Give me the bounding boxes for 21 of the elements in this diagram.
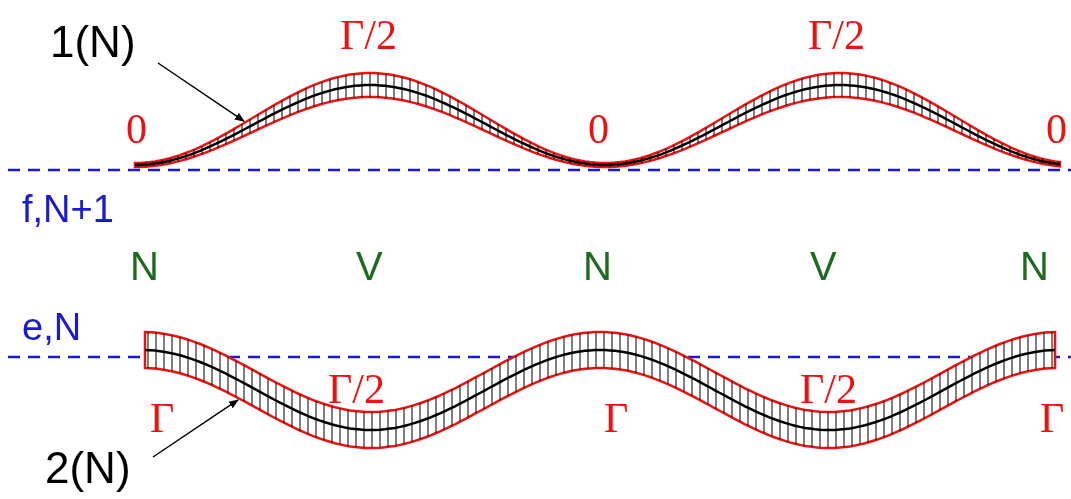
diagram-label: V bbox=[356, 246, 383, 286]
diagram-label: N bbox=[583, 246, 612, 286]
diagram-label: Γ/2 bbox=[808, 14, 865, 56]
diagram-label: Γ bbox=[1040, 397, 1065, 439]
diagram-label: Γ bbox=[604, 397, 629, 439]
diagram-label: e,N bbox=[22, 308, 82, 346]
diagram-label: Γ/2 bbox=[800, 368, 857, 410]
diagram-label: Γ/2 bbox=[328, 368, 385, 410]
band-label: 2(N) bbox=[45, 446, 131, 490]
diagram-label: 0 bbox=[126, 108, 147, 150]
leader-arrow bbox=[152, 399, 239, 458]
diagram-label: 0 bbox=[588, 108, 609, 150]
diagram-label: Γ bbox=[150, 397, 175, 439]
diagram-label: N bbox=[130, 246, 159, 286]
diagram-label: f,N+1 bbox=[22, 190, 114, 228]
leader-arrow bbox=[157, 62, 245, 122]
diagram-label: V bbox=[810, 246, 837, 286]
diagram-label: Γ/2 bbox=[340, 14, 397, 56]
diagram-label: 0 bbox=[1046, 108, 1067, 150]
band-label: 1(N) bbox=[50, 20, 136, 64]
diagram-label: N bbox=[1020, 246, 1049, 286]
